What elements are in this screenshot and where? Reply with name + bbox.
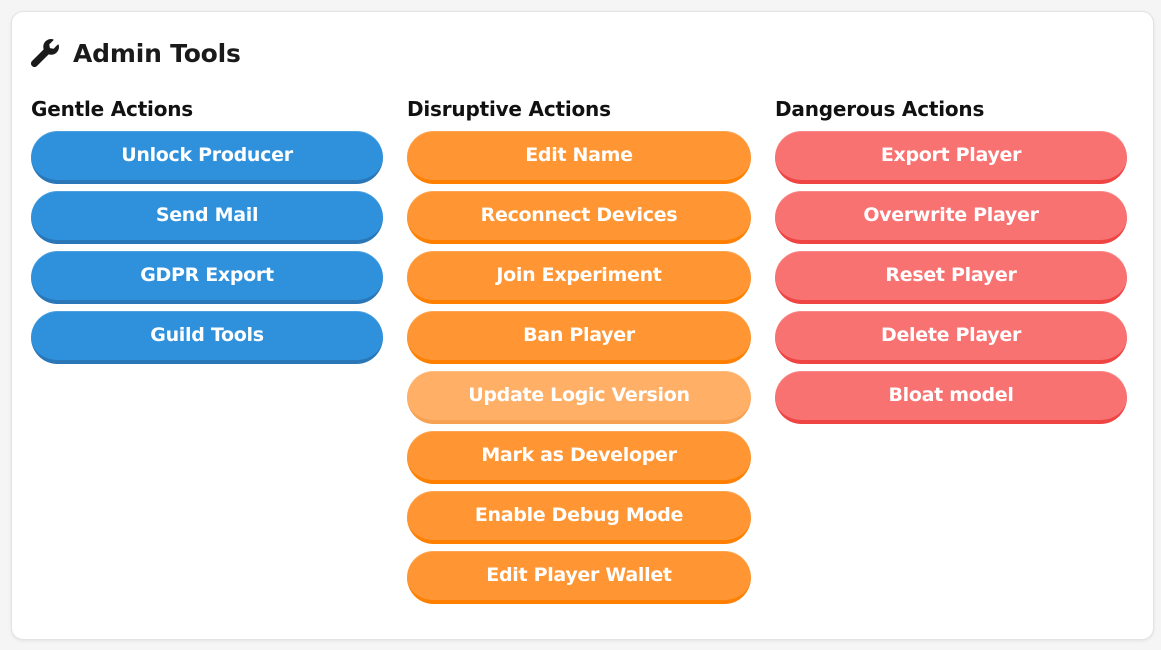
guild-tools-button[interactable]: Guild Tools [31, 311, 383, 364]
export-player-button[interactable]: Export Player [775, 131, 1127, 184]
wrench-icon [31, 39, 59, 67]
disruptive-actions-heading: Disruptive Actions [407, 97, 611, 121]
unlock-producer-button[interactable]: Unlock Producer [31, 131, 383, 184]
page-title: Admin Tools [73, 38, 241, 68]
edit-name-button[interactable]: Edit Name [407, 131, 751, 184]
bloat-model-button[interactable]: Bloat model [775, 371, 1127, 424]
gdpr-export-button[interactable]: GDPR Export [31, 251, 383, 304]
overwrite-player-button[interactable]: Overwrite Player [775, 191, 1127, 244]
join-experiment-button[interactable]: Join Experiment [407, 251, 751, 304]
mark-as-developer-button[interactable]: Mark as Developer [407, 431, 751, 484]
ban-player-button[interactable]: Ban Player [407, 311, 751, 364]
delete-player-button[interactable]: Delete Player [775, 311, 1127, 364]
disruptive-actions-section: Disruptive Actions Edit Name Reconnect D… [407, 96, 751, 604]
reconnect-devices-button[interactable]: Reconnect Devices [407, 191, 751, 244]
dangerous-actions-section: Dangerous Actions Export Player Overwrit… [775, 96, 1127, 424]
update-logic-version-button: Update Logic Version [407, 371, 751, 424]
enable-debug-mode-button[interactable]: Enable Debug Mode [407, 491, 751, 544]
send-mail-button[interactable]: Send Mail [31, 191, 383, 244]
card-header: Admin Tools [31, 36, 241, 70]
edit-player-wallet-button[interactable]: Edit Player Wallet [407, 551, 751, 604]
dangerous-actions-heading: Dangerous Actions [775, 97, 985, 121]
reset-player-button[interactable]: Reset Player [775, 251, 1127, 304]
gentle-actions-section: Gentle Actions Unlock Producer Send Mail… [31, 96, 383, 364]
gentle-actions-heading: Gentle Actions [31, 97, 193, 121]
admin-tools-card: Admin Tools Gentle Actions Unlock Produc… [11, 11, 1154, 640]
